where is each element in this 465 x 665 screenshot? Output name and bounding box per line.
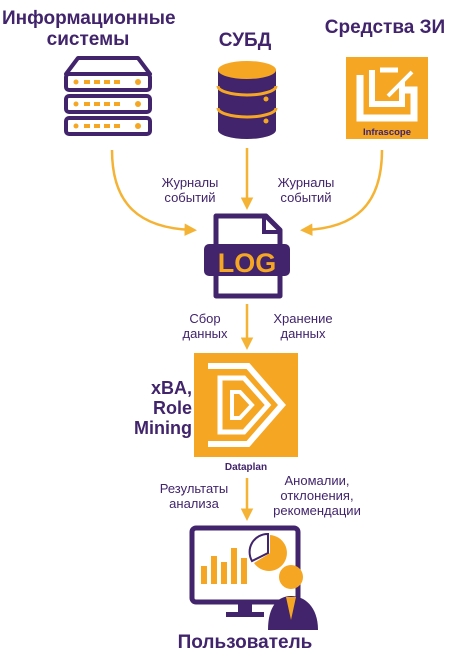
server-rack-icon (64, 56, 152, 136)
label-data-storage: Хранение данных (273, 311, 333, 341)
label-event-logs-right: Журналы событий (277, 175, 335, 205)
title-xba: xBA, Role Mining (134, 378, 192, 438)
infrascope-label: Infrascope (363, 127, 411, 138)
arrow-servers-to-log (110, 149, 197, 236)
label-analysis-results: Результаты анализа (159, 481, 229, 511)
database-icon (216, 61, 278, 139)
label-event-logs-left: Журналы событий (161, 175, 219, 205)
dataplan-label: Dataplan (225, 462, 267, 473)
log-label: LOG (218, 248, 277, 278)
analyst-monitor-icon (189, 525, 318, 630)
arrow-infrascope-to-log (300, 149, 384, 236)
title-user: Пользователь (177, 632, 313, 653)
label-data-collection: Сбор данных (182, 311, 228, 341)
label-anomalies: Аномалии, отклонения, рекомендации (273, 473, 361, 518)
dataplan-logo-icon (194, 353, 298, 457)
title-info-systems: Информационные системы (2, 8, 176, 50)
infrascope-logo-icon (346, 57, 428, 139)
title-dbms: СУБД (218, 30, 272, 51)
title-security-tools: Средства ЗИ (324, 17, 446, 38)
log-file-icon (204, 213, 290, 299)
